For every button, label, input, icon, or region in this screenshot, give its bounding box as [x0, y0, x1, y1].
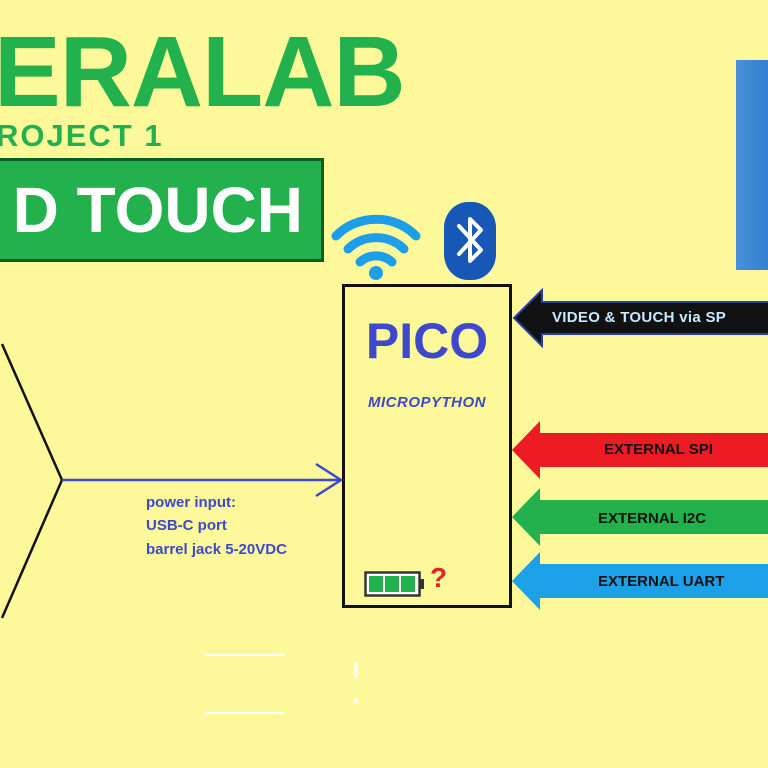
power-input-label: power input: [146, 494, 236, 511]
power-arrowhead [315, 462, 344, 498]
arrow-external-i2c [512, 488, 768, 546]
blue-panel [736, 60, 768, 270]
y-line-upper [0, 343, 64, 481]
battery-icon [364, 571, 424, 597]
project-subtitle: ROJECT 1 [0, 118, 164, 153]
touch-banner: D TOUCH [0, 158, 324, 262]
pico-label: PICO [365, 313, 489, 369]
external-i2c-label: EXTERNAL I2C [598, 510, 707, 527]
arrow-external-spi [512, 421, 768, 479]
video-touch-label: VIDEO & TOUCH via SP [552, 309, 727, 326]
micropython-label: MICROPYTHON [368, 394, 486, 411]
arrow-external-uart [512, 552, 768, 610]
external-spi-label: EXTERNAL SPI [604, 441, 713, 458]
barrel-jack-label: barrel jack 5-20VDC [146, 541, 287, 558]
pico-box [342, 284, 512, 608]
arrow-video-touch [512, 287, 768, 349]
y-line-lower [0, 479, 64, 619]
external-uart-label: EXTERNAL UART [598, 573, 725, 590]
usb-c-label: USB-C port [146, 517, 227, 534]
brand-title: ERALAB [0, 16, 406, 128]
wifi-icon [331, 214, 421, 280]
battery-question-mark: ? [430, 562, 448, 593]
bluetooth-icon [444, 202, 496, 280]
